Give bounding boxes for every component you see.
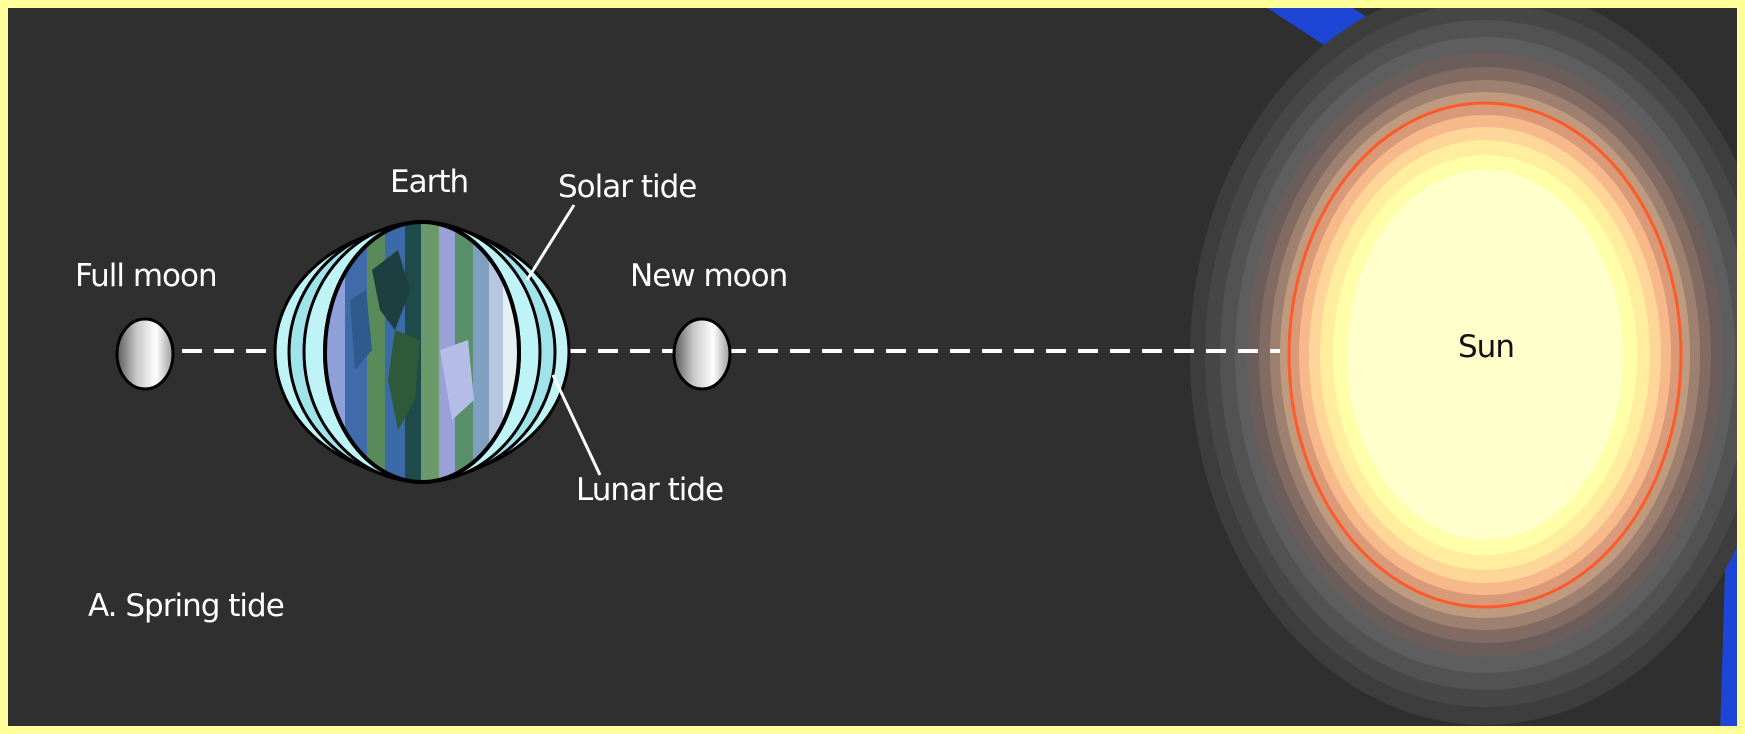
new-moon-label: New moon: [630, 258, 787, 294]
solar-tide-label: Solar tide: [558, 169, 696, 205]
lunar-tide-label: Lunar tide: [576, 472, 723, 508]
full-moon-label: Full moon: [75, 258, 217, 294]
new-moon: [674, 319, 730, 389]
full-moon: [117, 319, 173, 389]
sun-label: Sun: [1458, 329, 1514, 365]
earth-label: Earth: [390, 164, 468, 200]
caption: A. Spring tide: [88, 588, 284, 624]
